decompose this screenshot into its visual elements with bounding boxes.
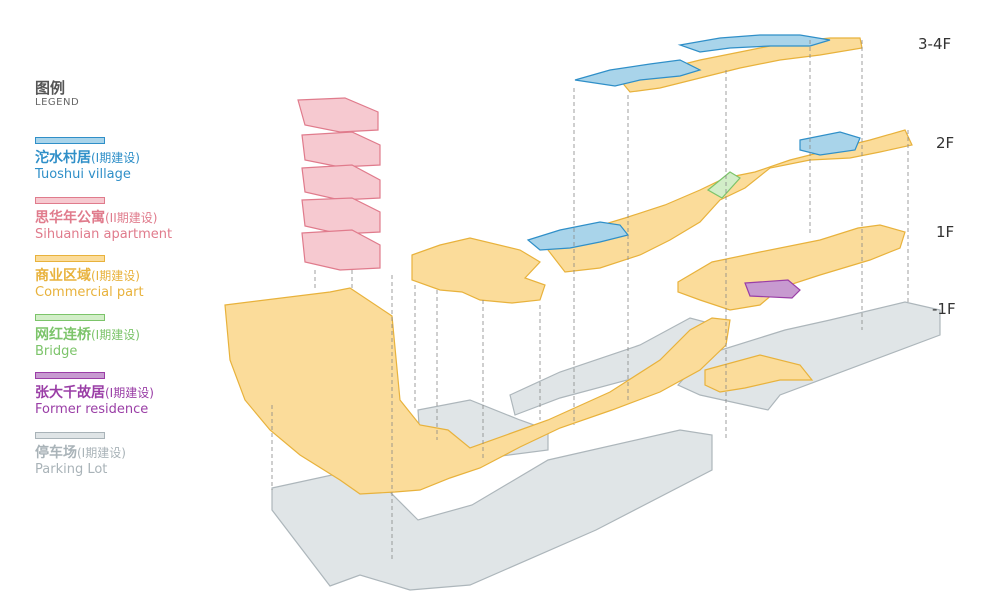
legend-name-cn: 网红连桥 (35, 327, 91, 343)
legend-name-cn: 商业区域 (35, 268, 91, 284)
legend-label-cn: 网红连桥(I期建设) (35, 324, 140, 344)
bridge-2f (706, 171, 741, 199)
legend-phase: (I期建设) (91, 328, 140, 342)
legend-swatch (35, 197, 105, 204)
legend-label-cn: 商业区域(I期建设) (35, 265, 140, 285)
commercial-2f (547, 129, 913, 273)
legend-name-cn: 张大千故居 (35, 385, 105, 401)
projection-lines (271, 40, 909, 560)
legend-phase: (I期建设) (105, 386, 154, 400)
legend-name-cn: 沱水村居 (35, 150, 91, 166)
legend-label-en: Commercial part (35, 285, 144, 300)
legend-swatch (35, 255, 105, 262)
legend-swatch (35, 314, 105, 321)
legend-label-cn: 停车场(I期建设) (35, 442, 126, 462)
legend-swatch (35, 432, 105, 439)
legend-subtitle: LEGEND (35, 97, 80, 108)
legend-phase: (I期建设) (77, 446, 126, 460)
commercial-basement (224, 287, 814, 495)
legend-label-en: Former residence (35, 402, 149, 417)
legend-label-en: Bridge (35, 344, 78, 359)
legend-label-cn: 张大千故居(I期建设) (35, 382, 154, 402)
legend-name-cn: 思华年公寓 (35, 210, 105, 226)
floor-label-1f: 1F (936, 223, 955, 241)
legend-label-en: Parking Lot (35, 462, 108, 477)
floor-label-b1f: -1F (932, 300, 956, 318)
village-3f (574, 34, 831, 87)
legend-phase: (I期建设) (91, 269, 140, 283)
legend-swatch (35, 372, 105, 379)
legend-title: 图例 (35, 79, 66, 97)
apartment-tower (297, 97, 381, 271)
commercial-1f (411, 224, 906, 311)
legend-phase: (II期建设) (105, 211, 158, 225)
legend-phase: (I期建设) (91, 151, 140, 165)
legend-name-cn: 停车场 (35, 445, 77, 461)
legend-label-cn: 沱水村居(I期建设) (35, 147, 140, 167)
floor-label-2f: 2F (936, 134, 955, 152)
legend-label-en: Tuoshui village (35, 167, 131, 182)
floor-label-3-4f: 3-4F (918, 35, 952, 53)
legend-swatch (35, 137, 105, 144)
legend-label-cn: 思华年公寓(II期建设) (35, 207, 157, 227)
legend-label-en: Sihuanian apartment (35, 227, 173, 242)
